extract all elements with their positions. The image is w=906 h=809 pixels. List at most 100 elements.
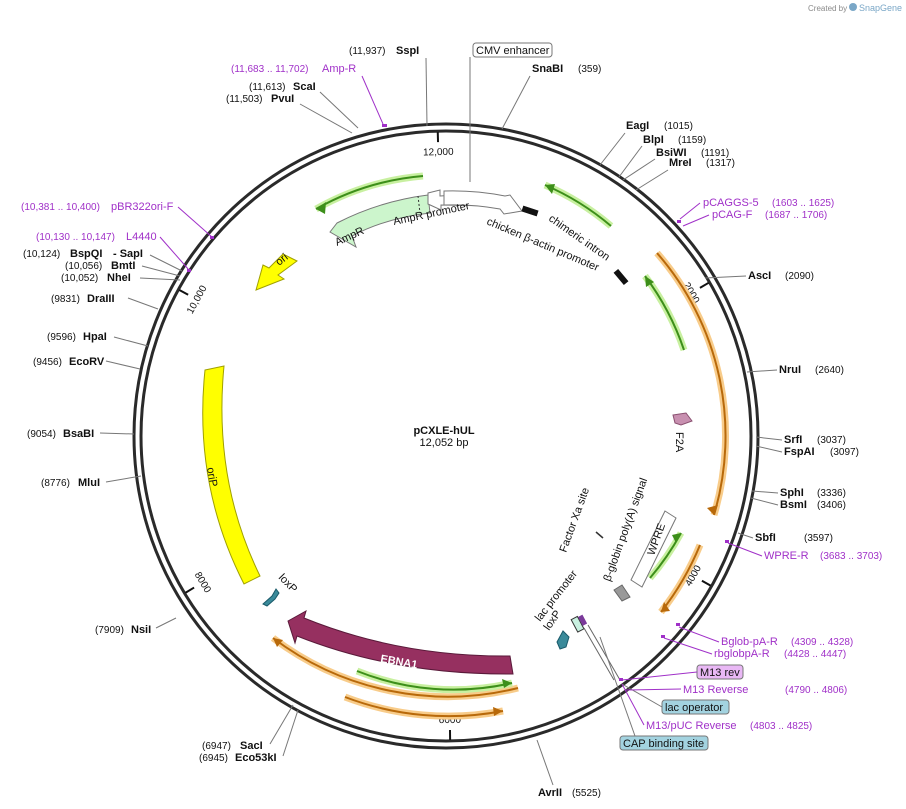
site-name-mrei[interactable]: MreI xyxy=(669,157,692,169)
primer-range-pcagf: (1687 .. 1706) xyxy=(765,210,827,221)
intron-green-arrowhead xyxy=(545,184,555,194)
lac-operator-leader xyxy=(621,683,663,708)
site-pos-nsii: (7909) xyxy=(95,625,124,636)
leader-ecorv xyxy=(105,360,141,370)
primer-range-rbglob: (4428 .. 4447) xyxy=(784,649,846,660)
site-name-eagi[interactable]: EagI xyxy=(626,120,649,132)
site-name-sbfi[interactable]: SbfI xyxy=(755,532,776,544)
backbone-outer-ring xyxy=(132,122,760,750)
site-name-bmti[interactable]: BmtI xyxy=(111,260,135,272)
site-name-snabi[interactable]: SnaBI xyxy=(532,63,563,75)
primer-name-rbglob[interactable]: rbglobpA-R xyxy=(714,648,770,660)
beta-globin-feature xyxy=(613,584,631,602)
site-name-mlui[interactable]: MluI xyxy=(78,477,100,489)
marker-black-2 xyxy=(613,268,629,286)
ampr-feature xyxy=(329,194,431,249)
f2a-label: F2A xyxy=(673,432,685,453)
site-name-bspqi[interactable]: BspQI xyxy=(70,248,102,260)
leader-sspi xyxy=(425,57,428,127)
site-annotations: (11,937) SspI SnaBI (359) (11,683 .. 11,… xyxy=(21,45,882,799)
primer-mark-rbglob xyxy=(661,635,665,638)
loxp-label-1: loxP xyxy=(276,572,300,596)
m13-rev-leader xyxy=(621,671,698,681)
site-pos-bsmi: (3406) xyxy=(817,500,846,511)
bottom-orange-arc-1 xyxy=(272,637,519,698)
leader-pvui xyxy=(299,103,353,134)
cmv-enhancer-label: CMV enhancer xyxy=(476,45,550,57)
bottom-green-arrowhead xyxy=(502,679,512,688)
site-name-avrii[interactable]: AvrII xyxy=(538,787,562,799)
cap-binding-leader xyxy=(599,636,636,737)
site-name-nrui[interactable]: NruI xyxy=(779,364,801,376)
primer-name-l4440[interactable]: L4440 xyxy=(126,231,157,243)
primer-mark-wprer xyxy=(725,540,729,543)
factor-xa-marker xyxy=(595,531,604,539)
primer-name-m13reverse[interactable]: M13 Reverse xyxy=(683,684,748,696)
site-name-bsabi[interactable]: BsaBI xyxy=(63,428,94,440)
promoter-green-arc-glow xyxy=(642,273,688,352)
leader-bmti xyxy=(141,265,181,277)
site-pos-bmti: (10,056) xyxy=(65,261,102,272)
site-pos-sphi: (3336) xyxy=(817,488,846,499)
primer-range-pcaggs5: (1603 .. 1625) xyxy=(772,198,834,209)
site-pos-draiii: (9831) xyxy=(51,294,80,305)
leader-scai xyxy=(319,91,359,129)
ori-feature xyxy=(255,253,298,291)
site-name-sphi[interactable]: SphI xyxy=(780,487,804,499)
site-name-ecorv[interactable]: EcoRV xyxy=(69,356,105,368)
primer-name-pcaggs5[interactable]: pCAGGS-5 xyxy=(703,197,759,209)
leader-pbr322 xyxy=(177,206,213,238)
primer-name-m13puc[interactable]: M13/pUC Reverse xyxy=(646,720,736,732)
lac-operator-label: lac operator xyxy=(665,702,723,714)
leader-hpai xyxy=(113,336,149,347)
leader-sphi xyxy=(751,490,779,494)
cluster-leader-1 xyxy=(587,624,621,681)
cap-binding-site-box xyxy=(619,735,709,751)
site-name-sapi[interactable]: - SapI xyxy=(113,248,143,260)
site-name-saci[interactable]: SacI xyxy=(240,740,263,752)
site-pos-avrii: (5525) xyxy=(572,788,601,799)
leader-wprer xyxy=(727,542,763,557)
site-pos-fspai: (3097) xyxy=(830,447,859,458)
primer-name-pcagf[interactable]: pCAG-F xyxy=(712,209,753,221)
bottom-green-arc xyxy=(356,670,513,691)
leader-nrui xyxy=(746,369,778,373)
primer-name-ampr[interactable]: Amp-R xyxy=(322,63,356,75)
primer-name-pbr322[interactable]: pBR322ori-F xyxy=(111,201,174,213)
primer-mark-pbr322 xyxy=(210,236,214,239)
site-name-hpai[interactable]: HpaI xyxy=(83,331,107,343)
site-pos-sspi: (11,937) xyxy=(349,46,386,57)
primer-range-l4440: (10,130 .. 10,147) xyxy=(36,232,115,243)
site-name-blpi[interactable]: BlpI xyxy=(643,134,664,146)
site-name-pvui[interactable]: PvuI xyxy=(271,93,294,105)
site-name-fspai[interactable]: FspAI xyxy=(784,446,815,458)
site-name-sspi[interactable]: SspI xyxy=(396,45,419,57)
leader-ampr xyxy=(361,75,384,125)
leader-l4440 xyxy=(159,236,190,271)
site-pos-saci: (6947) xyxy=(202,741,231,752)
site-name-scai[interactable]: ScaI xyxy=(293,81,316,93)
site-name-draiii[interactable]: DraIII xyxy=(87,293,115,305)
wpre-feature xyxy=(630,510,677,588)
ruler-tick-label: 8000 xyxy=(192,570,213,595)
site-name-nhei[interactable]: NheI xyxy=(107,272,131,284)
site-name-nsii[interactable]: NsiI xyxy=(131,624,151,636)
bottom-orange-arrowhead-1 xyxy=(273,638,283,647)
loxp-marker-1 xyxy=(262,588,280,607)
site-name-eco53ki[interactable]: Eco53kI xyxy=(235,752,277,764)
site-name-bsmi[interactable]: BsmI xyxy=(780,499,807,511)
site-name-srfi[interactable]: SrfI xyxy=(784,434,802,446)
backbone-inner-ring xyxy=(139,129,753,743)
leader-asci xyxy=(704,275,747,279)
site-pos-bsabi: (9054) xyxy=(27,429,56,440)
wpre-green-arrowhead xyxy=(672,533,681,543)
site-pos-nrui: (2640) xyxy=(815,365,844,376)
site-name-bsiwi[interactable]: BsiWI xyxy=(656,147,687,159)
primer-name-wprer[interactable]: WPRE-R xyxy=(764,550,809,562)
leader-rbglob xyxy=(663,637,713,655)
ruler-tick-label: 12,000 xyxy=(423,147,454,159)
primer-mark-ampr xyxy=(382,124,387,127)
primer-name-bglob[interactable]: Bglob-pA-R xyxy=(721,636,778,648)
site-name-asci[interactable]: AscI xyxy=(748,270,771,282)
